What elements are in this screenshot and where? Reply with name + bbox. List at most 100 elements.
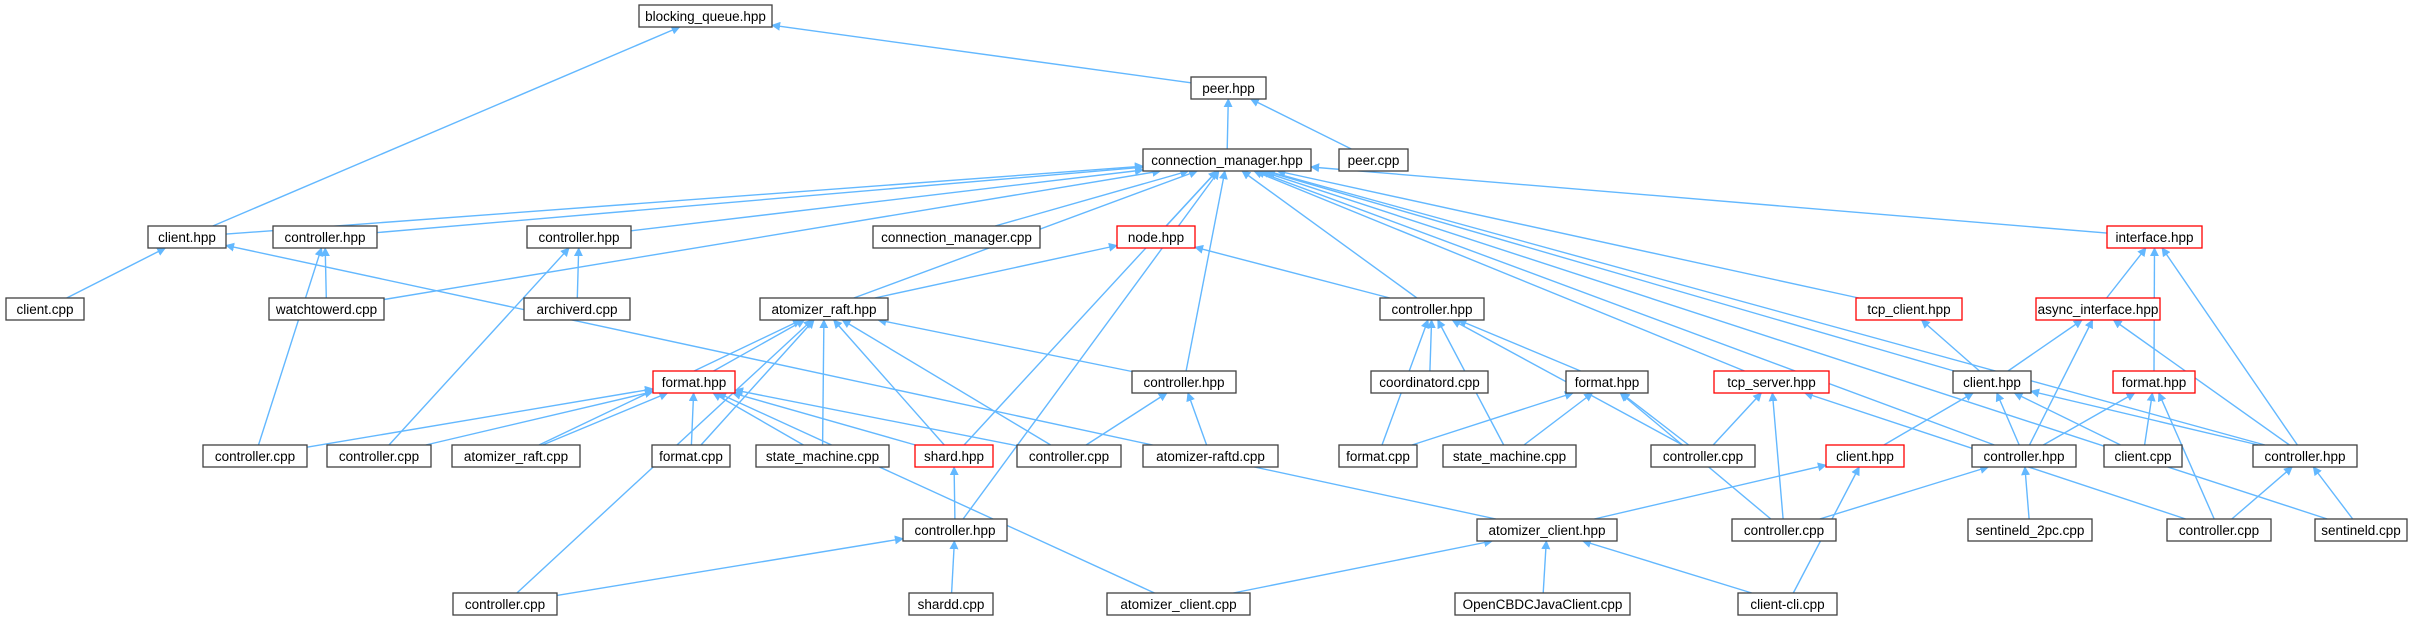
node-box — [272, 225, 378, 249]
node-ocbdc[interactable]: OpenCBDCJavaClient.cpp — [1454, 592, 1631, 616]
node-sm_cpp_1[interactable]: state_machine.cpp — [755, 444, 890, 468]
node-format_hpp_3[interactable]: format.hpp — [2112, 370, 2196, 394]
node-label: controller.hpp — [914, 523, 995, 538]
node-ctrl_hpp_c[interactable]: controller.hpp — [1131, 370, 1237, 394]
node-cm_cpp[interactable]: connection_manager.cpp — [872, 225, 1041, 249]
node-label: atomizer_raft.cpp — [464, 449, 568, 464]
node-ctrl_cpp_7[interactable]: controller.cpp — [2166, 518, 2272, 542]
edge-ctrl_hpp_e-to-node_hpp — [1194, 244, 1390, 299]
edge-sm_cpp_2-to-format_hpp_2 — [1523, 392, 1594, 446]
node-label: OpenCBDCJavaClient.cpp — [1463, 597, 1623, 612]
node-label: state_machine.cpp — [766, 449, 879, 464]
node-ctrl_cpp_6[interactable]: controller.cpp — [1731, 518, 1837, 542]
node-label: client.cpp — [16, 302, 73, 317]
node-box — [1142, 444, 1279, 468]
node-box — [5, 297, 85, 321]
node-shard_hpp[interactable]: shard.hpp — [914, 444, 994, 468]
node-label: client.cpp — [2114, 449, 2171, 464]
node-interface_hpp[interactable]: interface.hpp — [2106, 225, 2203, 249]
node-label: tcp_client.hpp — [1867, 302, 1950, 317]
node-client_cpp_l[interactable]: client.cpp — [5, 297, 85, 321]
node-client_hpp_m[interactable]: client.hpp — [1952, 370, 2032, 394]
node-ctrl_cpp_1[interactable]: controller.cpp — [202, 444, 308, 468]
edge-ctrl_cpp_3-to-ctrl_hpp_c — [1085, 392, 1168, 446]
node-label: format.hpp — [1575, 375, 1640, 390]
node-box — [1952, 370, 2032, 394]
node-ctrl_hpp_b[interactable]: controller.hpp — [526, 225, 632, 249]
node-peer_cpp[interactable]: peer.cpp — [1338, 148, 1409, 172]
node-label: shardd.cpp — [918, 597, 985, 612]
edge-watchtowerd-to-cm_hpp — [383, 167, 1162, 301]
node-cm_hpp[interactable]: connection_manager.hpp — [1142, 148, 1312, 172]
node-format_cpp_1[interactable]: format.cpp — [651, 444, 731, 468]
node-aclient_hpp[interactable]: atomizer_client.hpp — [1476, 518, 1618, 542]
node-client_cpp_r[interactable]: client.cpp — [2103, 444, 2183, 468]
node-box — [1338, 148, 1409, 172]
edge-client_hpp_m-to-cm_hpp — [1264, 168, 1955, 372]
node-format_cpp_2[interactable]: format.cpp — [1338, 444, 1418, 468]
node-format_hpp_1[interactable]: format.hpp — [652, 370, 736, 394]
node-box — [1855, 297, 1963, 321]
node-ctrl_hpp_g[interactable]: controller.hpp — [2252, 444, 2358, 468]
node-peer_hpp[interactable]: peer.hpp — [1190, 76, 1267, 100]
node-box — [1190, 76, 1267, 100]
node-label: atomizer_client.cpp — [1120, 597, 1236, 612]
node-watchtowerd[interactable]: watchtowerd.cpp — [268, 297, 385, 321]
node-root[interactable]: blocking_queue.hpp — [638, 4, 773, 28]
node-box — [755, 444, 890, 468]
node-box — [1338, 444, 1418, 468]
node-box — [759, 297, 889, 321]
edge-ctrl_hpp_f-to-async_iface — [2028, 319, 2094, 446]
edge-ctrl_cpp_5-to-tcp_server — [1712, 392, 1762, 446]
node-layer: blocking_queue.hpp peer.hpp peer.cpp connec… — [5, 4, 2408, 616]
edge-client_hpp_m-to-tcp_client — [1920, 319, 1980, 372]
node-sentineld[interactable]: sentineld.cpp — [2314, 518, 2408, 542]
node-sm_cpp_2[interactable]: state_machine.cpp — [1442, 444, 1577, 468]
node-box — [1967, 518, 2093, 542]
node-box — [651, 444, 731, 468]
edge-archiverd-to-ctrl_hpp_b — [573, 247, 583, 299]
node-label: client-cli.cpp — [1750, 597, 1824, 612]
node-araft_hpp[interactable]: atomizer_raft.hpp — [759, 297, 889, 321]
node-label: node.hpp — [1128, 230, 1184, 245]
node-node_hpp[interactable]: node.hpp — [1116, 225, 1196, 249]
edge-sm_cpp_1-to-araft_hpp — [819, 319, 829, 446]
node-async_iface[interactable]: async_interface.hpp — [2035, 297, 2161, 321]
node-ctrl_hpp_a[interactable]: controller.hpp — [272, 225, 378, 249]
edge-ctrl_hpp_f-to-cm_hpp — [1255, 169, 1995, 446]
node-format_hpp_2[interactable]: format.hpp — [1565, 370, 1649, 394]
node-box — [1713, 370, 1830, 394]
edge-layer — [66, 21, 2354, 597]
node-archiverd[interactable]: archiverd.cpp — [523, 297, 631, 321]
node-aclient_cpp[interactable]: atomizer_client.cpp — [1106, 592, 1251, 616]
node-ctrl_cpp_4[interactable]: controller.cpp — [452, 592, 558, 616]
node-ctrl_hpp_f[interactable]: controller.hpp — [1971, 444, 2077, 468]
node-box — [1737, 592, 1838, 616]
node-client_hpp_r[interactable]: client.hpp — [1825, 444, 1905, 468]
node-box — [902, 518, 1008, 542]
edge-tcp_client-to-cm_hpp — [1276, 168, 1859, 299]
edge-async_iface-to-interface_hpp — [2106, 247, 2147, 299]
node-tcp_server[interactable]: tcp_server.hpp — [1713, 370, 1830, 394]
node-label: async_interface.hpp — [2038, 302, 2159, 317]
node-ctrl_cpp_2[interactable]: controller.cpp — [326, 444, 432, 468]
node-tcp_client[interactable]: tcp_client.hpp — [1855, 297, 1963, 321]
node-araft_cpp[interactable]: atomizer_raft.cpp — [451, 444, 581, 468]
node-ctrl_hpp_e[interactable]: controller.hpp — [1379, 297, 1485, 321]
node-coordinatord[interactable]: coordinatord.cpp — [1370, 370, 1489, 394]
node-label: controller.cpp — [2179, 523, 2259, 538]
node-ctrl_cpp_5[interactable]: controller.cpp — [1650, 444, 1756, 468]
node-client_cli[interactable]: client-cli.cpp — [1737, 592, 1838, 616]
node-shardd[interactable]: shardd.cpp — [908, 592, 994, 616]
node-sentineld_2pc[interactable]: sentineld_2pc.cpp — [1967, 518, 2093, 542]
node-client_hpp_l[interactable]: client.hpp — [147, 225, 227, 249]
edge-cm_cpp-to-cm_hpp — [994, 168, 1190, 227]
node-ctrl_hpp_d[interactable]: controller.hpp — [902, 518, 1008, 542]
node-label: client.hpp — [1836, 449, 1894, 464]
edge-ctrl_hpp_b-to-cm_hpp — [630, 166, 1144, 232]
edge-shard_hpp-to-cm_hpp — [963, 170, 1218, 446]
node-ctrl_cpp_3[interactable]: controller.cpp — [1016, 444, 1122, 468]
node-label: format.hpp — [2122, 375, 2187, 390]
node-araftd[interactable]: atomizer-raftd.cpp — [1142, 444, 1279, 468]
node-label: client.hpp — [158, 230, 216, 245]
